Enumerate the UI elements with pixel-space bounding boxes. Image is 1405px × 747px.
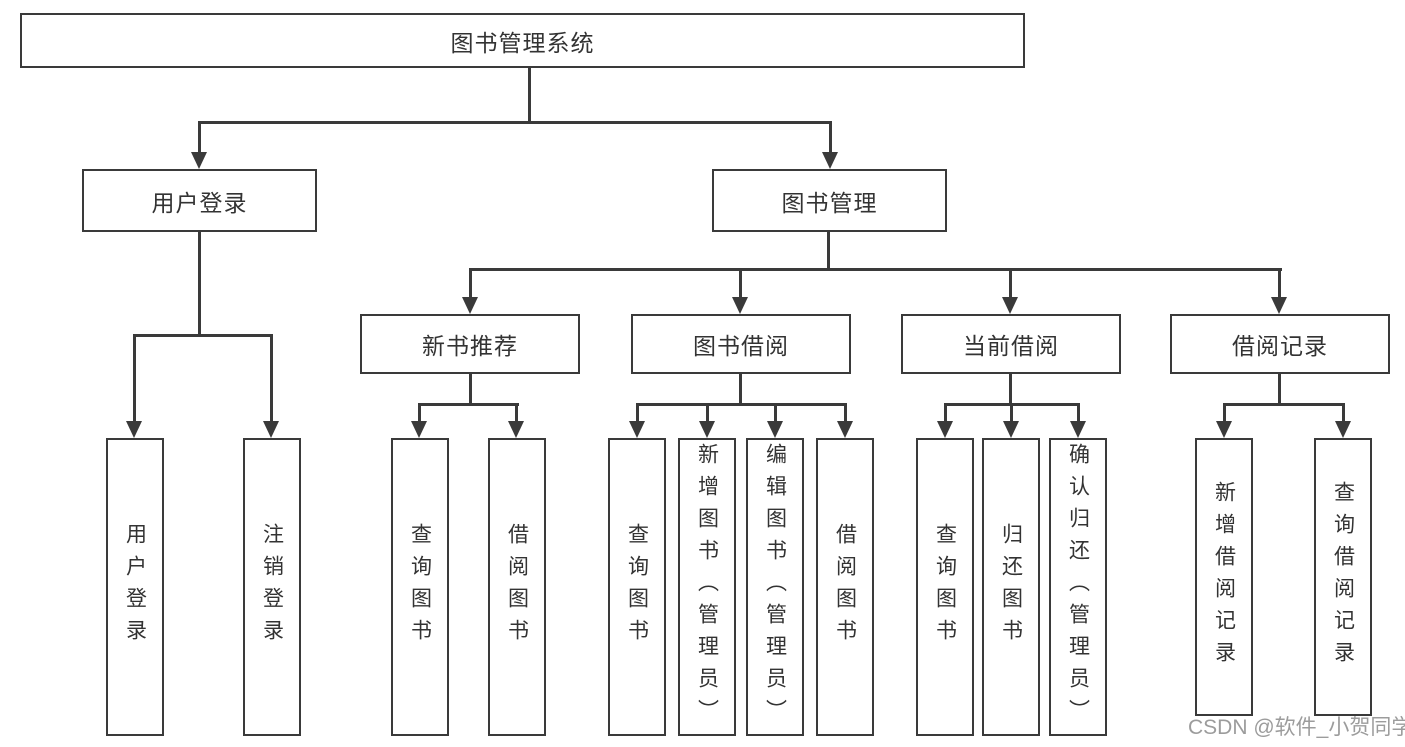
leaf-label: 查询借阅记录 <box>1331 481 1355 673</box>
leaf-label: 借阅图书 <box>505 523 529 651</box>
node-user-login: 用户登录 <box>82 169 317 232</box>
connector-line <box>198 121 201 156</box>
arrow-down-icon <box>937 421 953 438</box>
connector-line <box>944 403 947 423</box>
leaf-label: 查询图书 <box>933 523 957 651</box>
leaf-user-login: 用户登录 <box>106 438 164 736</box>
arrow-down-icon <box>462 297 478 314</box>
leaf-label: 注销登录 <box>260 523 284 651</box>
arrow-down-icon <box>411 421 427 438</box>
arrow-down-icon <box>1335 421 1351 438</box>
arrow-down-icon <box>126 421 142 438</box>
leaf-edit-books-admin: 编辑图书（管理员） <box>746 438 804 736</box>
connector-line <box>133 334 273 337</box>
arrow-down-icon <box>699 421 715 438</box>
leaf-label: 新增图书（管理员） <box>695 443 719 731</box>
connector-line <box>469 268 1282 271</box>
node-borrow-records: 借阅记录 <box>1170 314 1390 374</box>
connector-line <box>636 403 847 406</box>
connector-line <box>1278 371 1281 406</box>
arrow-down-icon <box>732 297 748 314</box>
connector-line <box>844 403 847 423</box>
node-book-management: 图书管理 <box>712 169 947 232</box>
node-new-book-recommend: 新书推荐 <box>360 314 580 374</box>
connector-line <box>528 66 531 124</box>
leaf-label: 确认归还（管理员） <box>1066 443 1090 731</box>
connector-line <box>1009 268 1012 300</box>
leaf-label: 查询图书 <box>408 523 432 651</box>
connector-line <box>469 268 472 300</box>
leaf-borrow-books-1: 借阅图书 <box>488 438 546 736</box>
connector-line <box>706 403 709 423</box>
leaf-label: 查询图书 <box>625 523 649 651</box>
arrow-down-icon <box>1003 421 1019 438</box>
node-root: 图书管理系统 <box>20 13 1025 68</box>
csdn-watermark: CSDN @软件_小贺同学 <box>1188 716 1405 739</box>
leaf-add-borrow-record: 新增借阅记录 <box>1195 438 1253 716</box>
leaf-label: 借阅图书 <box>833 523 857 651</box>
connector-line <box>774 403 777 423</box>
arrow-down-icon <box>1002 297 1018 314</box>
leaf-borrow-books-2: 借阅图书 <box>816 438 874 736</box>
arrow-down-icon <box>508 421 524 438</box>
connector-line <box>829 121 832 156</box>
connector-line <box>418 403 519 406</box>
connector-line <box>636 403 639 423</box>
leaf-query-books-1: 查询图书 <box>391 438 449 736</box>
leaf-label: 归还图书 <box>999 523 1023 651</box>
connector-line <box>1009 371 1012 406</box>
connector-line <box>515 403 518 423</box>
node-book-borrow: 图书借阅 <box>631 314 851 374</box>
leaf-confirm-return-admin: 确认归还（管理员） <box>1049 438 1107 736</box>
connector-line <box>1342 403 1345 423</box>
arrow-down-icon <box>837 421 853 438</box>
arrow-down-icon <box>1271 297 1287 314</box>
leaf-label: 编辑图书（管理员） <box>763 443 787 731</box>
connector-line <box>270 334 273 422</box>
connector-line <box>1278 268 1281 300</box>
connector-line <box>1223 403 1226 423</box>
connector-line <box>469 371 472 406</box>
connector-line <box>739 268 742 300</box>
leaf-query-books-3: 查询图书 <box>916 438 974 736</box>
connector-line <box>1010 403 1013 423</box>
leaf-logout: 注销登录 <box>243 438 301 736</box>
leaf-add-books-admin: 新增图书（管理员） <box>678 438 736 736</box>
connector-line <box>198 121 832 124</box>
connector-line <box>739 371 742 406</box>
connector-line <box>133 334 136 422</box>
arrow-down-icon <box>767 421 783 438</box>
leaf-label: 新增借阅记录 <box>1212 481 1236 673</box>
connector-line <box>418 403 421 423</box>
connector-line <box>827 230 830 271</box>
leaf-label: 用户登录 <box>123 523 147 651</box>
connector-line <box>1223 403 1345 406</box>
arrow-down-icon <box>629 421 645 438</box>
connector-line <box>198 230 201 337</box>
leaf-query-books-2: 查询图书 <box>608 438 666 736</box>
arrow-down-icon <box>1070 421 1086 438</box>
node-current-borrow: 当前借阅 <box>901 314 1121 374</box>
leaf-return-books: 归还图书 <box>982 438 1040 736</box>
arrow-down-icon <box>822 152 838 169</box>
arrow-down-icon <box>263 421 279 438</box>
arrow-down-icon <box>1216 421 1232 438</box>
leaf-query-borrow-record: 查询借阅记录 <box>1314 438 1372 716</box>
connector-line <box>1077 403 1080 423</box>
arrow-down-icon <box>191 152 207 169</box>
